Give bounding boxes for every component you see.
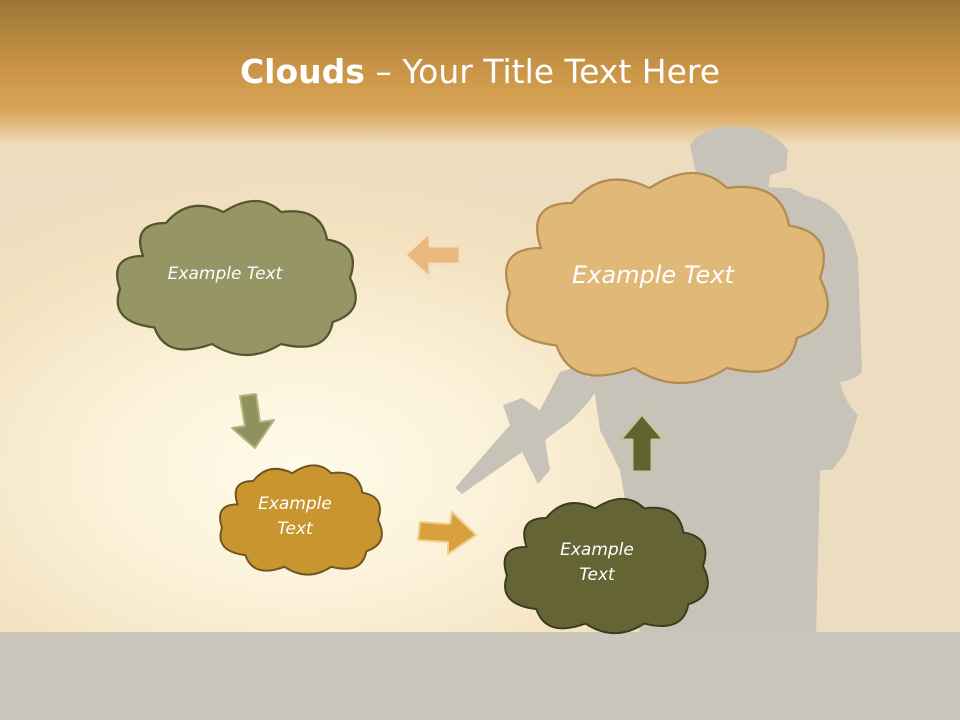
page-title: Clouds – Your Title Text Here: [0, 52, 960, 91]
ground: [0, 632, 960, 720]
cloud-dark-line1: Example: [560, 540, 634, 560]
arrow-up-icon: [618, 412, 666, 474]
cloud-dark-label: Example Text: [527, 538, 667, 587]
title-rest: Your Title Text Here: [402, 52, 721, 91]
title-banner: [0, 0, 960, 170]
arrow-down-icon: [231, 393, 275, 449]
cloud-gold-line2: Text: [277, 518, 313, 539]
cloud-gold-line1: Example: [258, 494, 332, 514]
cloud-tan-label: Example Text: [572, 261, 734, 289]
cloud-dark-line2: Text: [579, 564, 615, 585]
cloud-olive-label: Example Text: [167, 264, 283, 284]
cloud-gold-label: Example Text: [225, 492, 365, 541]
arrow-left-icon: [403, 230, 462, 280]
title-dash: –: [364, 52, 403, 91]
arrow-right-icon: [417, 511, 477, 555]
title-bold: Clouds: [239, 52, 365, 91]
